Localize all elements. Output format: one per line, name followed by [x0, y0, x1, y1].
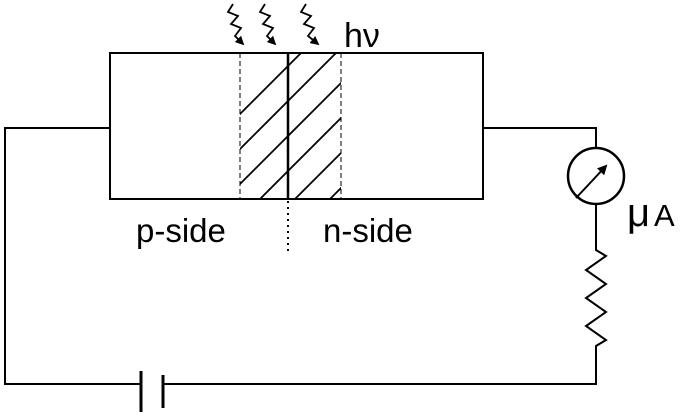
p-side-label: p-side	[136, 212, 226, 249]
photon-arrow-icon	[299, 3, 320, 46]
ammeter-mu-label: μ	[627, 191, 650, 235]
depletion-region-hatching	[240, 53, 341, 199]
photon-arrow-icon	[258, 3, 277, 46]
photon-arrow-icon	[226, 3, 245, 46]
microammeter: μ A	[566, 146, 675, 235]
resistor-icon	[584, 236, 608, 356]
ammeter-needle-icon	[575, 164, 608, 199]
incident-light-rays	[226, 3, 320, 46]
circuit-wires	[4, 127, 597, 385]
battery-icon	[139, 371, 165, 412]
n-side-label: n-side	[323, 212, 413, 249]
ammeter-unit-label: A	[654, 198, 675, 233]
photon-label: hν	[344, 17, 380, 55]
pn-junction-block	[109, 52, 484, 200]
